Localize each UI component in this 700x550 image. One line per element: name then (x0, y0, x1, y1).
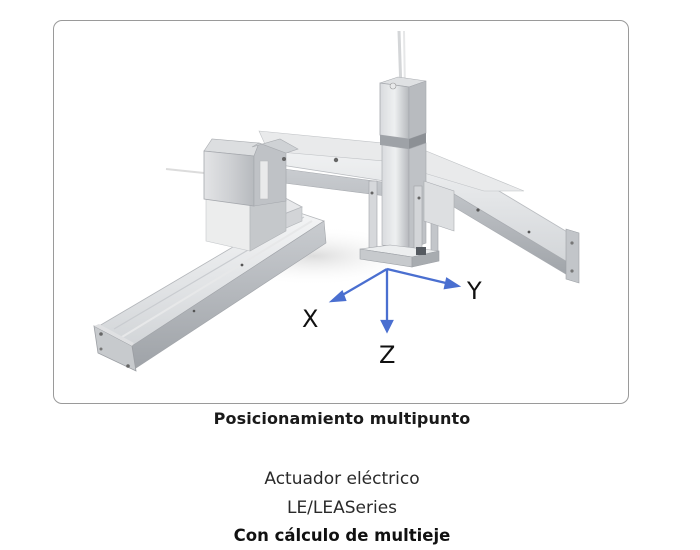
product-image-card: X Y Z (53, 20, 629, 404)
z-axis-label: Z (379, 341, 395, 369)
gantry-actuator-illustration: X Y Z (93, 30, 580, 372)
axis-arrows (328, 267, 462, 334)
product-type: Actuador eléctrico (264, 469, 420, 489)
y-axis-label: Y (466, 277, 482, 305)
product-feature: Con cálculo de multieje (233, 526, 451, 545)
figure-caption: Posicionamiento multipunto (213, 409, 471, 428)
product-series: LE/LEASeries (286, 498, 398, 518)
x-axis-label: X (302, 305, 318, 333)
